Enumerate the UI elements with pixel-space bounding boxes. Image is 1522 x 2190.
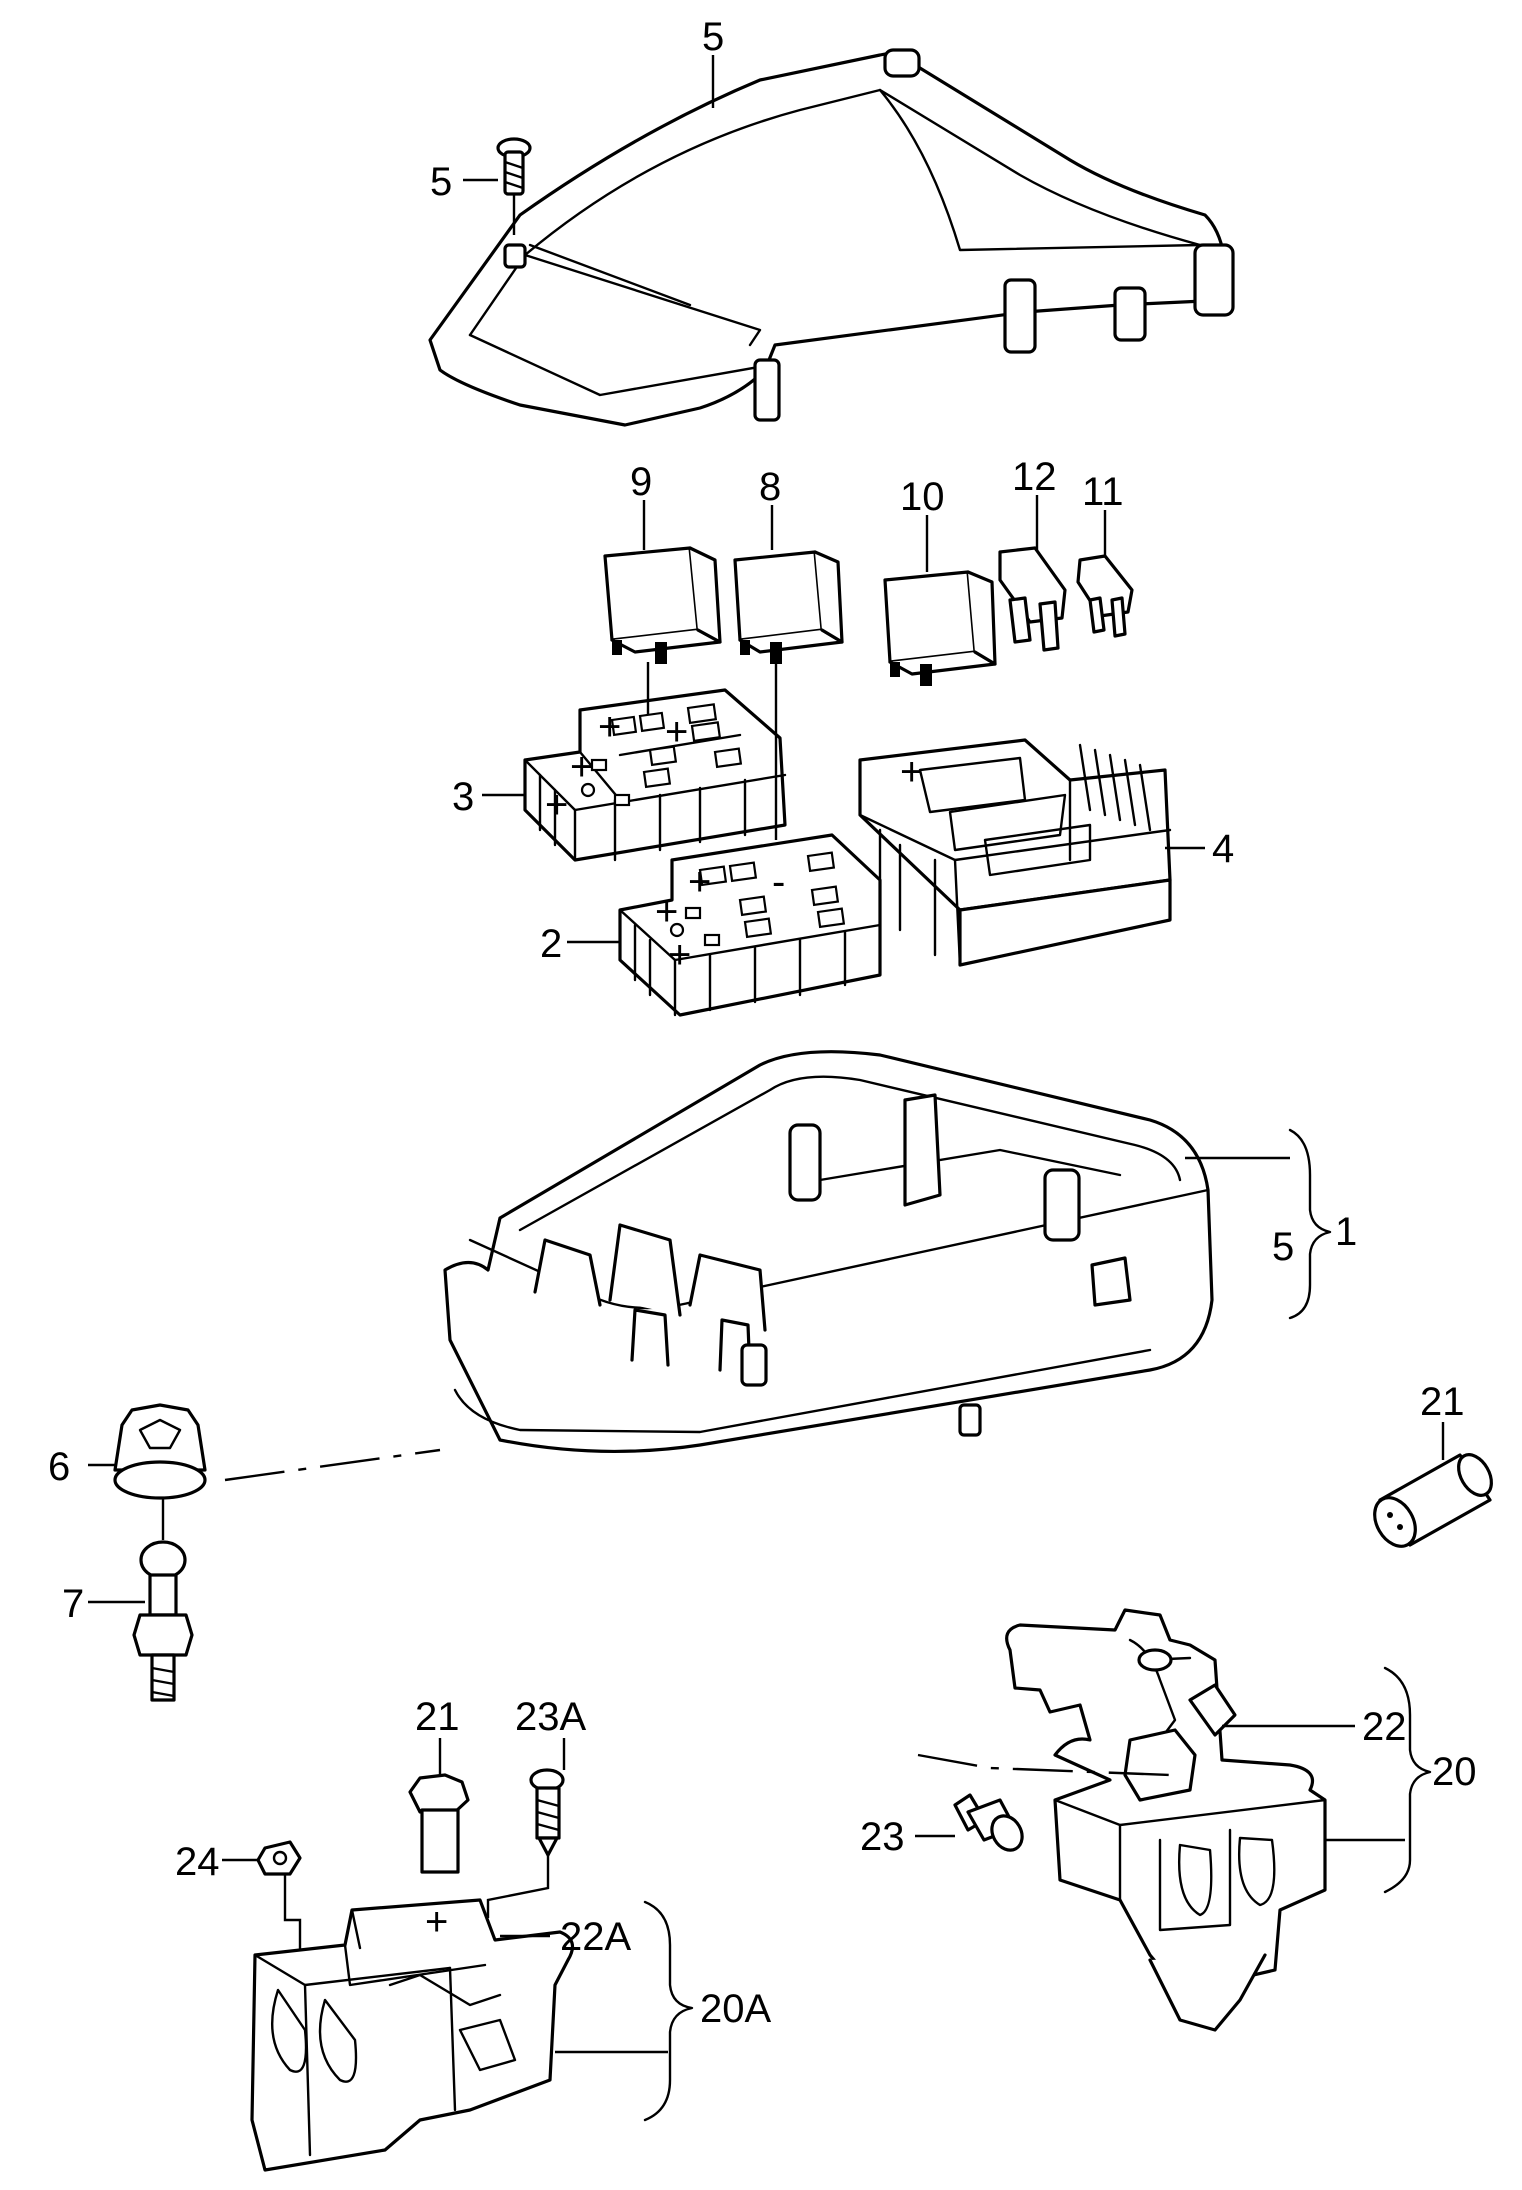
label-fuse-holder-22: 22 xyxy=(1362,1705,1407,1749)
label-fuse-carrier-4: 4 xyxy=(1212,827,1234,871)
label-stud-7: 7 xyxy=(62,1582,84,1626)
screw-23 xyxy=(953,1793,1024,1852)
screw-23a-lead xyxy=(486,1855,550,1918)
cover-boss xyxy=(503,48,1235,422)
grommet-mount-line xyxy=(224,1448,441,1482)
fuse-carrier-4: + xyxy=(858,738,1172,967)
label-fuse-11: 11 xyxy=(1082,470,1124,514)
plus-sign: + xyxy=(668,933,691,977)
relay-9 xyxy=(603,546,722,664)
relay-carrier-2: + + + - xyxy=(618,833,882,1017)
leader-lines xyxy=(88,55,1445,2054)
label-cap-21-right: 21 xyxy=(1420,1380,1465,1424)
grommet-6 xyxy=(113,1403,207,1500)
label-relay-carrier-2: 2 xyxy=(540,922,562,966)
label-relay-carrier-3: 3 xyxy=(452,775,474,819)
plus-sign: + xyxy=(598,705,621,749)
cover-part xyxy=(428,48,1235,427)
label-assembly-20: 20 xyxy=(1432,1750,1477,1794)
label-relay-8: 8 xyxy=(759,465,781,509)
label-assembly-20a: 20A xyxy=(700,1987,771,2031)
plus-sign: + xyxy=(425,1900,448,1944)
relay-8 xyxy=(733,550,844,664)
brace-1 xyxy=(1288,1128,1332,1320)
assembly-20 xyxy=(1005,1608,1327,2032)
label-cover: 5 xyxy=(702,15,724,59)
plus-sign: + xyxy=(665,710,688,754)
stud-7 xyxy=(132,1540,194,1702)
minus-sign: - xyxy=(772,860,785,904)
label-housing-1: 1 xyxy=(1335,1210,1357,1254)
label-relay-9: 9 xyxy=(630,460,652,504)
brace-20 xyxy=(1383,1666,1432,1894)
screw-23a xyxy=(529,1768,565,1857)
label-cover-screw: 5 xyxy=(430,160,452,204)
screw-23-mount-line xyxy=(917,1753,1171,1777)
label-cap-21-left: 21 xyxy=(415,1695,460,1739)
nut-24-lead xyxy=(283,1875,302,1955)
relay-10 xyxy=(883,570,997,686)
housing-1 xyxy=(443,1050,1214,1453)
label-fuse-holder-22a: 22A xyxy=(560,1915,631,1959)
cover-screw xyxy=(496,137,532,235)
label-fuse-12: 12 xyxy=(1012,455,1057,499)
label-grommet-6: 6 xyxy=(48,1445,70,1489)
cap-21-right xyxy=(1373,1453,1493,1548)
plus-sign: + xyxy=(570,745,593,789)
assembly-20a: + xyxy=(250,1898,575,2172)
relay-carrier-3: + + + + xyxy=(523,688,787,862)
label-screw-23a: 23A xyxy=(515,1695,586,1739)
fuse-11 xyxy=(1076,554,1134,638)
plus-sign: + xyxy=(900,750,923,794)
nut-24 xyxy=(256,1840,302,1876)
fuse-12 xyxy=(998,546,1067,652)
cap-21-left xyxy=(408,1773,470,1874)
label-relay-10: 10 xyxy=(900,475,945,519)
label-nut-24: 24 xyxy=(175,1840,220,1884)
brace-20a xyxy=(643,1900,694,2122)
label-screw-23: 23 xyxy=(860,1815,905,1859)
plus-sign: + xyxy=(655,890,678,934)
plus-sign: + xyxy=(688,860,711,904)
plus-sign: + xyxy=(545,783,568,827)
label-housing-5: 5 xyxy=(1272,1225,1294,1269)
